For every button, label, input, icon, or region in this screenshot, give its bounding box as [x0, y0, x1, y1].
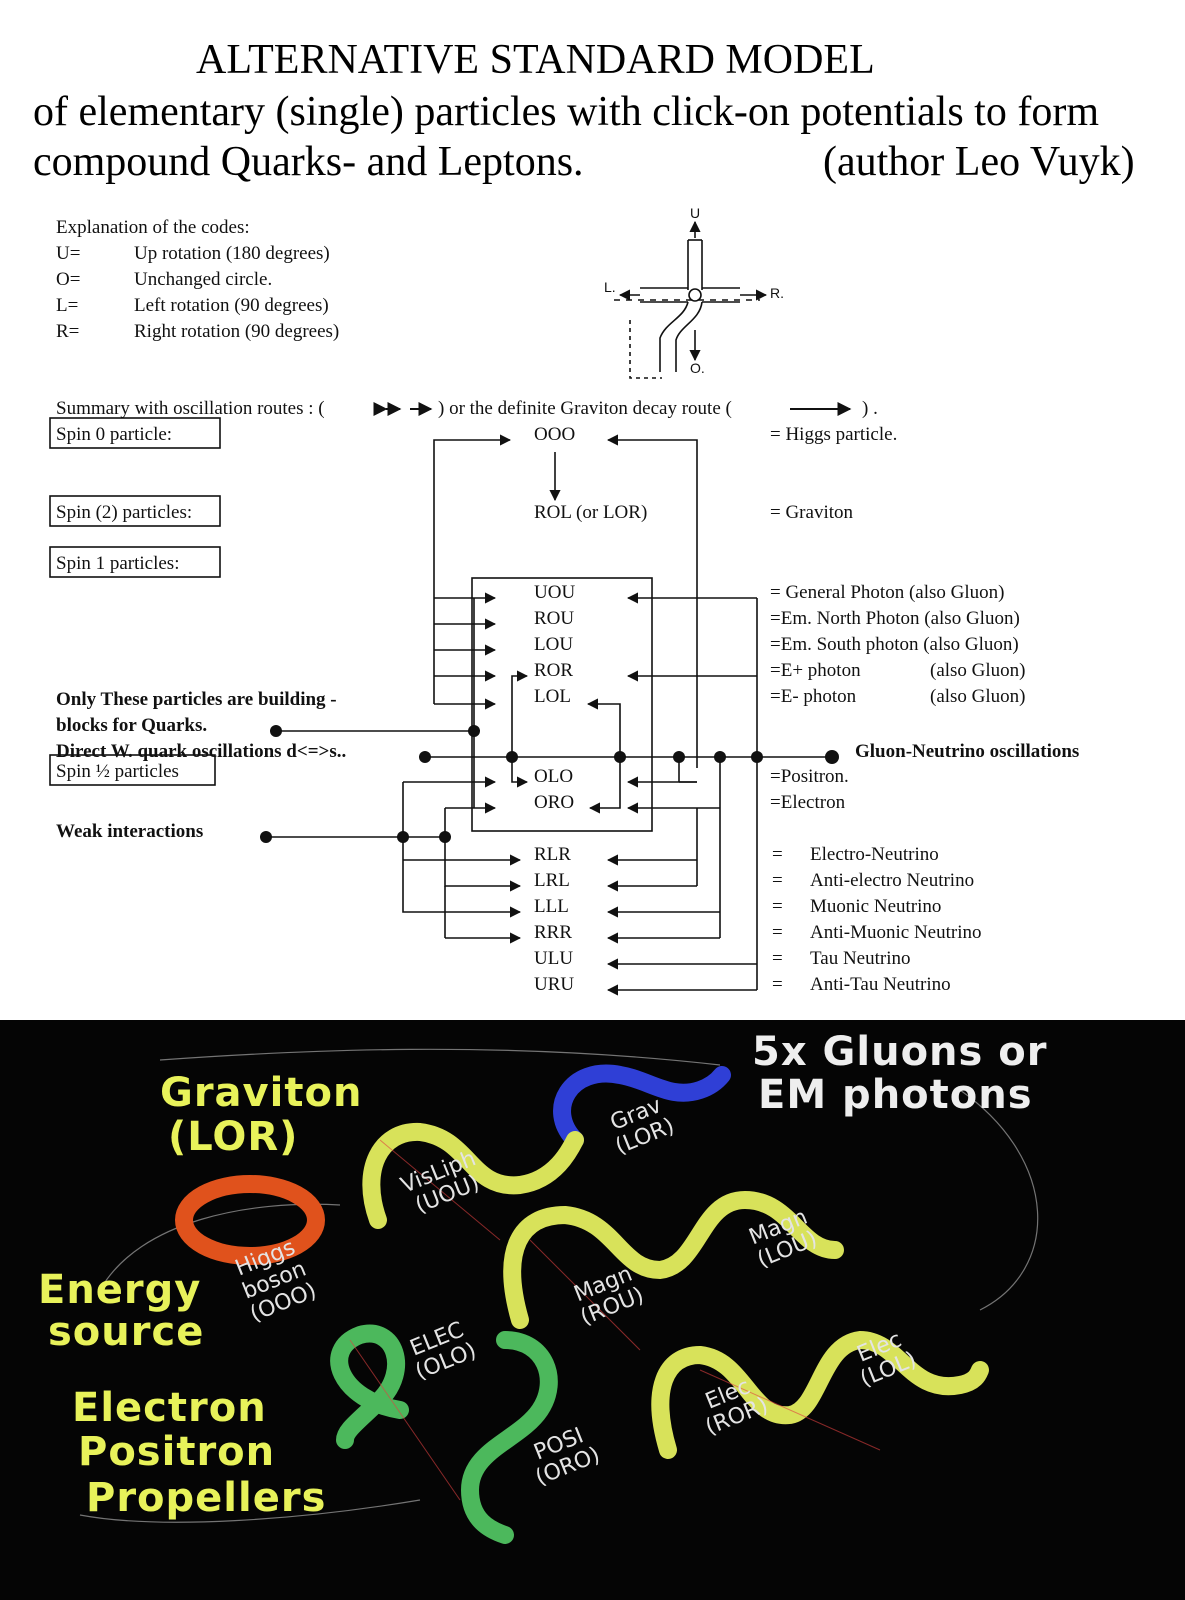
code-lrl: LRL [534, 870, 570, 891]
title-block: ALTERNATIVE STANDARD MODEL of elementary… [0, 0, 1185, 200]
code-ror: ROR [534, 660, 573, 681]
building-blocks-note-1: Only These particles are building - [56, 689, 337, 710]
summary-prefix: Summary with oscillation routes : ( [56, 398, 325, 419]
weak-interactions-note: Weak interactions [56, 821, 203, 842]
spin-half-label: Spin ½ particles [56, 761, 179, 782]
name-ulu: Tau Neutrino [810, 948, 911, 969]
axis-up-label: U [690, 205, 700, 221]
eq-rlr: = [772, 844, 783, 865]
eq-rrr: = [772, 922, 783, 943]
junction-dots [260, 725, 839, 843]
name-lll: Muonic Neutrino [810, 896, 941, 917]
code-rou: ROU [534, 608, 574, 629]
spin-2-label: Spin (2) particles: [56, 502, 192, 523]
particle-diagram: Explanation of the codes: U= Up rotation… [49, 205, 1079, 996]
note-lol: (also Gluon) [930, 686, 1026, 707]
code-l: L= [56, 295, 78, 316]
code-o: O= [56, 269, 80, 290]
code-ooo: OOO [534, 424, 575, 445]
electron-big-label-1: Electron [72, 1385, 267, 1431]
name-uou: = General Photon (also Gluon) [770, 582, 1004, 603]
title-line-1: ALTERNATIVE STANDARD MODEL [196, 37, 875, 83]
name-graviton: = Graviton [770, 502, 854, 523]
electron-big-label-3: Propellers [86, 1475, 327, 1521]
code-oro: ORO [534, 792, 574, 813]
graviton-big-label-2: (LOR) [168, 1114, 299, 1160]
code-uru: URU [534, 974, 574, 995]
spin-0-label: Spin 0 particle: [56, 424, 172, 445]
eq-lll: = [772, 896, 783, 917]
tube-models [79, 1048, 1039, 1544]
title-line-3b: (author Leo Vuyk) [823, 139, 1135, 185]
axis-down-label: O. [690, 360, 705, 376]
eq-lrl: = [772, 870, 783, 891]
name-rrr: Anti-Muonic Neutrino [810, 922, 982, 943]
code-r: R= [56, 321, 79, 342]
note-ror: (also Gluon) [930, 660, 1026, 681]
summary-middle: ) or the definite Graviton decay route ( [438, 398, 732, 419]
axis-right-label: R. [770, 285, 784, 301]
axis-left-label: L. [604, 279, 616, 295]
name-ror: =E+ photon [770, 660, 861, 681]
code-lou: LOU [534, 634, 573, 655]
name-lou: =Em. South photon (also Gluon) [770, 634, 1019, 655]
code-rrr: RRR [534, 922, 572, 943]
title-line-2: of elementary (single) particles with cl… [33, 89, 1099, 135]
rotation-sketch [614, 220, 768, 379]
code-olo: OLO [534, 766, 573, 787]
code-lll: LLL [534, 896, 569, 917]
energy-big-label-1: Energy [38, 1267, 202, 1313]
code-r-meaning: Right rotation (90 degrees) [134, 321, 339, 342]
explanation-heading: Explanation of the codes: [56, 217, 250, 238]
graviton-big-label-1: Graviton [160, 1070, 363, 1116]
code-uou: UOU [534, 582, 575, 603]
code-lol: LOL [534, 686, 571, 707]
gluon-neutrino-note: Gluon-Neutrino oscillations [855, 741, 1079, 762]
particle-model-photo: Graviton (LOR) 5x Gluons or EM photons E… [0, 1020, 1185, 1600]
code-u-meaning: Up rotation (180 degrees) [134, 243, 330, 264]
code-o-meaning: Unchanged circle. [134, 269, 272, 290]
direct-w-note: Direct W. quark oscillations d<=>s.. [56, 741, 346, 762]
eq-uru: = [772, 974, 783, 995]
name-oro: =Electron [770, 792, 846, 813]
code-l-meaning: Left rotation (90 degrees) [134, 295, 329, 316]
code-u: U= [56, 243, 80, 264]
name-rlr: Electro-Neutrino [810, 844, 939, 865]
connector-lines [266, 434, 826, 996]
code-rol: ROL (or LOR) [534, 502, 647, 523]
spin-1-label: Spin 1 particles: [56, 553, 179, 574]
name-rou: =Em. North Photon (also Gluon) [770, 608, 1020, 629]
summary-suffix: ) . [862, 398, 878, 419]
code-rlr: RLR [534, 844, 571, 865]
name-higgs: = Higgs particle. [770, 424, 897, 445]
building-blocks-note-2: blocks for Quarks. [56, 715, 207, 736]
gluons-big-label-2: EM photons [758, 1072, 1033, 1118]
eq-ulu: = [772, 948, 783, 969]
title-line-3a: compound Quarks- and Leptons. [33, 139, 584, 185]
name-lol: =E- photon [770, 686, 857, 707]
electron-big-label-2: Positron [78, 1429, 276, 1475]
name-olo: =Positron. [770, 766, 849, 787]
name-uru: Anti-Tau Neutrino [810, 974, 951, 995]
name-lrl: Anti-electro Neutrino [810, 870, 974, 891]
code-ulu: ULU [534, 948, 573, 969]
gluons-big-label-1: 5x Gluons or [752, 1029, 1048, 1075]
energy-big-label-2: source [48, 1309, 205, 1355]
